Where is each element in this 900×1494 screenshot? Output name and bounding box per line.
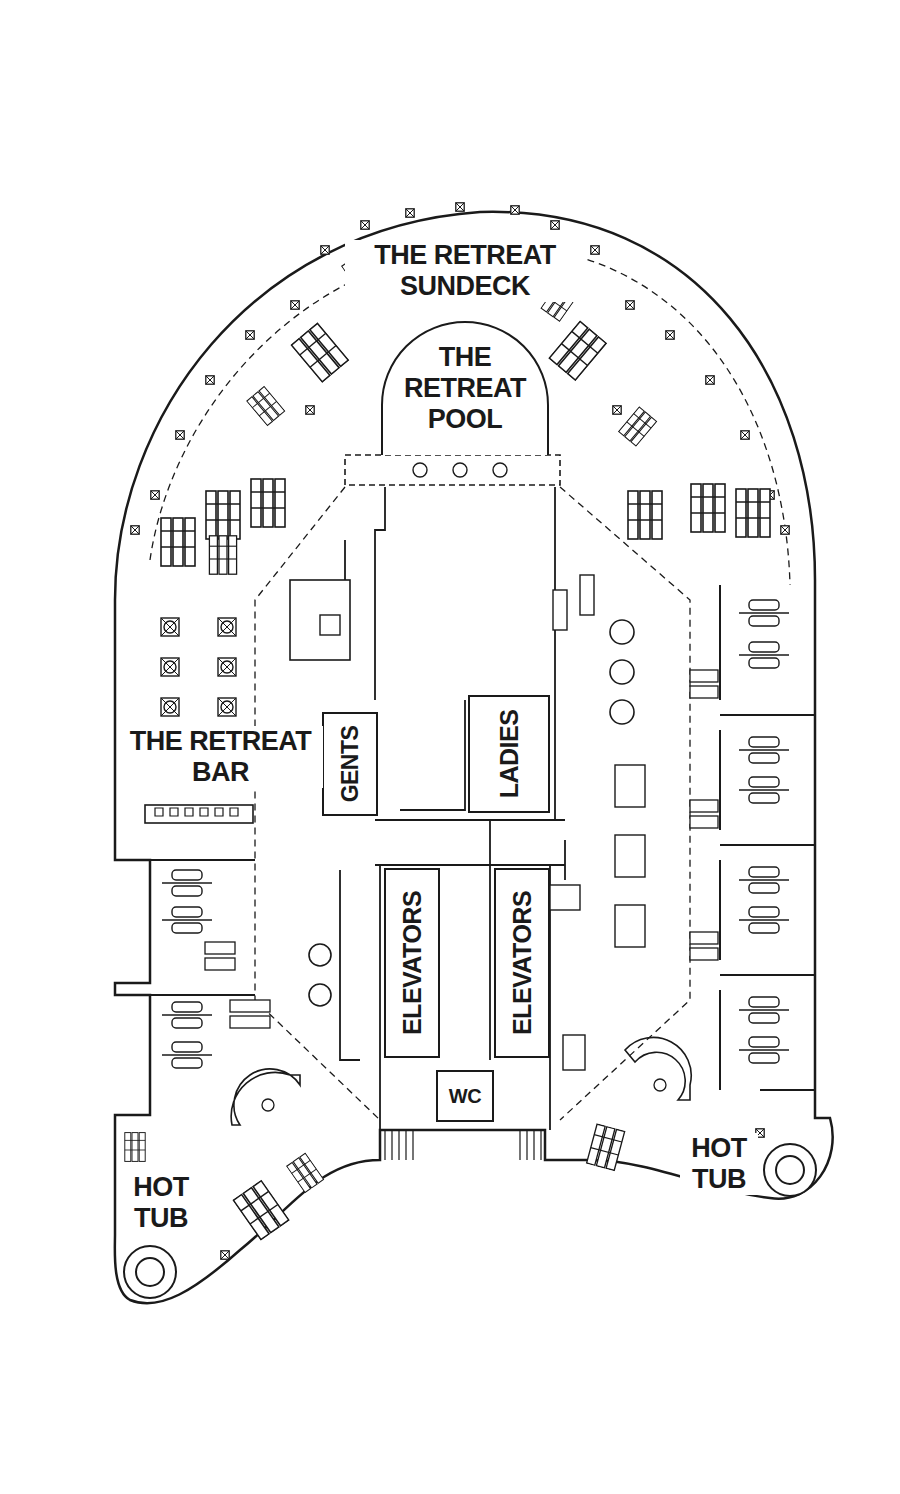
area-label: THE RETREAT BAR bbox=[118, 726, 323, 788]
bar-table bbox=[161, 618, 236, 716]
pool: THE RETREAT POOL bbox=[380, 320, 550, 455]
room-label: WC bbox=[438, 1072, 492, 1108]
elevator-bank: ELEVATORS bbox=[384, 868, 440, 1058]
room-label: ELEVATORS bbox=[398, 891, 427, 1035]
area-label: THE RETREAT BAR bbox=[118, 726, 323, 788]
restroom-room: LADIES bbox=[468, 695, 550, 813]
room-label: ELEVATORS bbox=[508, 891, 537, 1035]
hot-tub-label: HOT TUB bbox=[122, 1172, 200, 1234]
room-label: GENTS bbox=[337, 726, 363, 803]
elevator-bank: ELEVATORS bbox=[494, 868, 550, 1058]
lounge-table bbox=[320, 615, 340, 635]
room-label: LADIES bbox=[495, 710, 524, 799]
hull-outline bbox=[115, 212, 833, 1303]
hot-tub-label: HOT TUB bbox=[680, 1133, 758, 1195]
curved-sofa bbox=[231, 1037, 691, 1125]
hot-tub-label: HOT TUB bbox=[680, 1133, 758, 1195]
cabana-wall bbox=[150, 585, 815, 1090]
restroom-room: GENTS bbox=[322, 712, 378, 816]
round-table bbox=[309, 620, 634, 1006]
deck-edge-dashed bbox=[255, 487, 690, 1120]
area-label: THE RETREAT SUNDECK bbox=[345, 240, 585, 302]
bar-counter bbox=[145, 805, 253, 823]
room-label: THE RETREAT POOL bbox=[395, 320, 535, 435]
stairs bbox=[385, 1130, 541, 1160]
table-pair bbox=[550, 575, 645, 1070]
area-label: THE RETREAT SUNDECK bbox=[345, 240, 585, 302]
cabana-daybed bbox=[162, 600, 789, 1068]
bar-stools bbox=[155, 808, 238, 816]
pool-step bbox=[493, 463, 507, 477]
lounge-sofa bbox=[290, 580, 350, 660]
pool-step bbox=[413, 463, 427, 477]
sofa-table bbox=[262, 1099, 274, 1111]
pool-step bbox=[453, 463, 467, 477]
sofa-table bbox=[654, 1079, 666, 1091]
restroom-room: WC bbox=[436, 1070, 494, 1122]
hot-tub-label: HOT TUB bbox=[122, 1172, 200, 1234]
pool-edge bbox=[345, 455, 560, 485]
cabana-chair bbox=[205, 670, 718, 1028]
